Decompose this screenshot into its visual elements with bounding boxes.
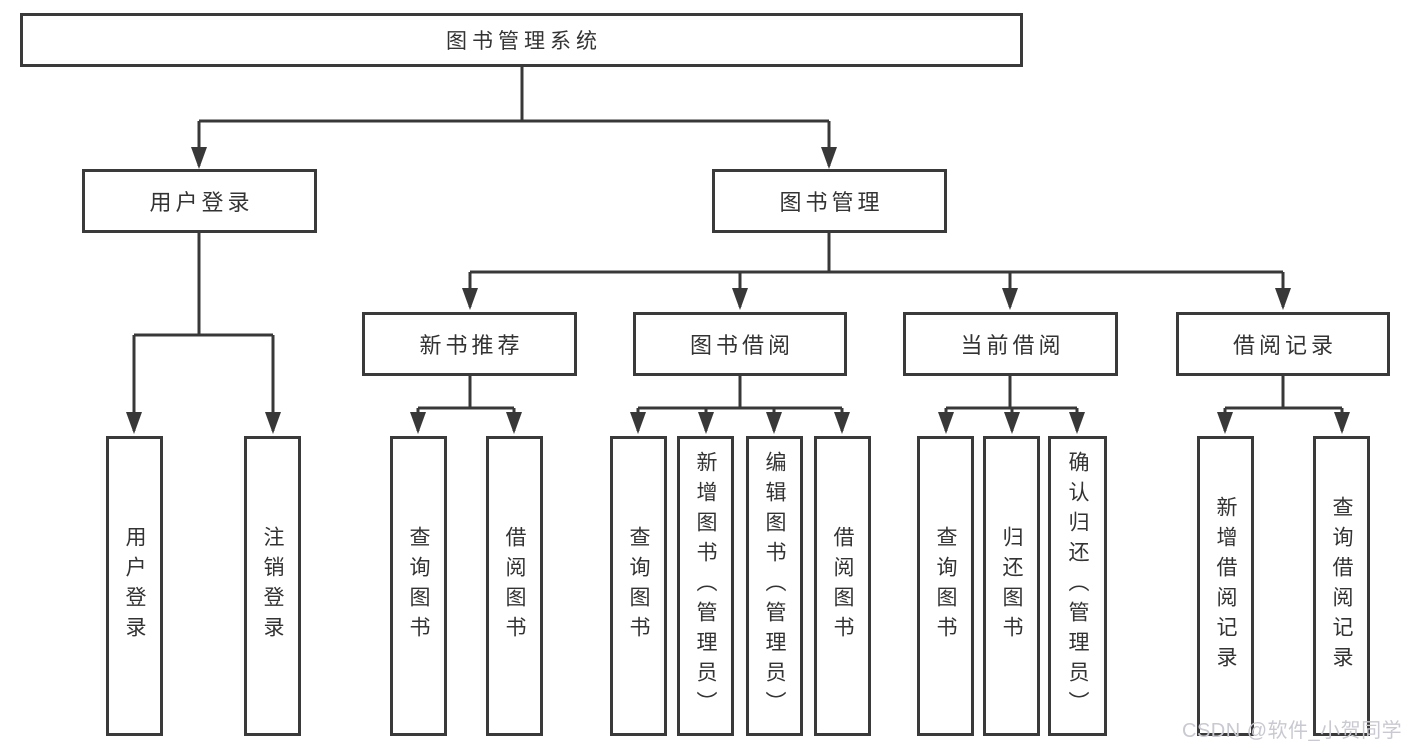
leaf-add-borrowing-record: 新增借阅记录 bbox=[1197, 436, 1254, 736]
node-book-management: 图书管理 bbox=[712, 169, 947, 233]
leaf-add-books-admin: 新增图书（管理员） bbox=[677, 436, 734, 736]
leaf-edit-books-admin: 编辑图书（管理员） bbox=[746, 436, 803, 736]
leaf-borrow-books-recommend: 借阅图书 bbox=[486, 436, 543, 736]
leaf-query-books-current: 查询图书 bbox=[917, 436, 974, 736]
leaf-logout: 注销登录 bbox=[244, 436, 301, 736]
leaf-query-borrowing-record: 查询借阅记录 bbox=[1313, 436, 1370, 736]
leaf-query-books-recommend: 查询图书 bbox=[390, 436, 447, 736]
node-borrowing-records: 借阅记录 bbox=[1176, 312, 1390, 376]
node-book-borrowing: 图书借阅 bbox=[633, 312, 847, 376]
node-new-book-recommendation: 新书推荐 bbox=[362, 312, 577, 376]
connector-new-book-recommendation-children bbox=[410, 376, 522, 434]
connector-root-to-level2 bbox=[191, 67, 837, 169]
connector-current-borrowing-children bbox=[938, 376, 1085, 434]
connector-book-borrowing-children bbox=[630, 376, 850, 434]
leaf-return-books: 归还图书 bbox=[983, 436, 1040, 736]
leaf-query-books-borrowing: 查询图书 bbox=[610, 436, 667, 736]
leaf-confirm-return-admin: 确认归还（管理员） bbox=[1048, 436, 1107, 736]
node-library-management-system: 图书管理系统 bbox=[20, 13, 1023, 67]
connector-borrowing-records-children bbox=[1217, 376, 1350, 434]
connector-book-management-children bbox=[462, 233, 1291, 310]
leaf-user-login: 用户登录 bbox=[106, 436, 163, 736]
node-current-borrowing: 当前借阅 bbox=[903, 312, 1118, 376]
leaf-borrow-books-borrowing: 借阅图书 bbox=[814, 436, 871, 736]
connector-user-login-children bbox=[126, 233, 281, 434]
csdn-watermark: CSDN @软件_小贺同学 bbox=[1182, 720, 1403, 742]
node-user-login: 用户登录 bbox=[82, 169, 317, 233]
